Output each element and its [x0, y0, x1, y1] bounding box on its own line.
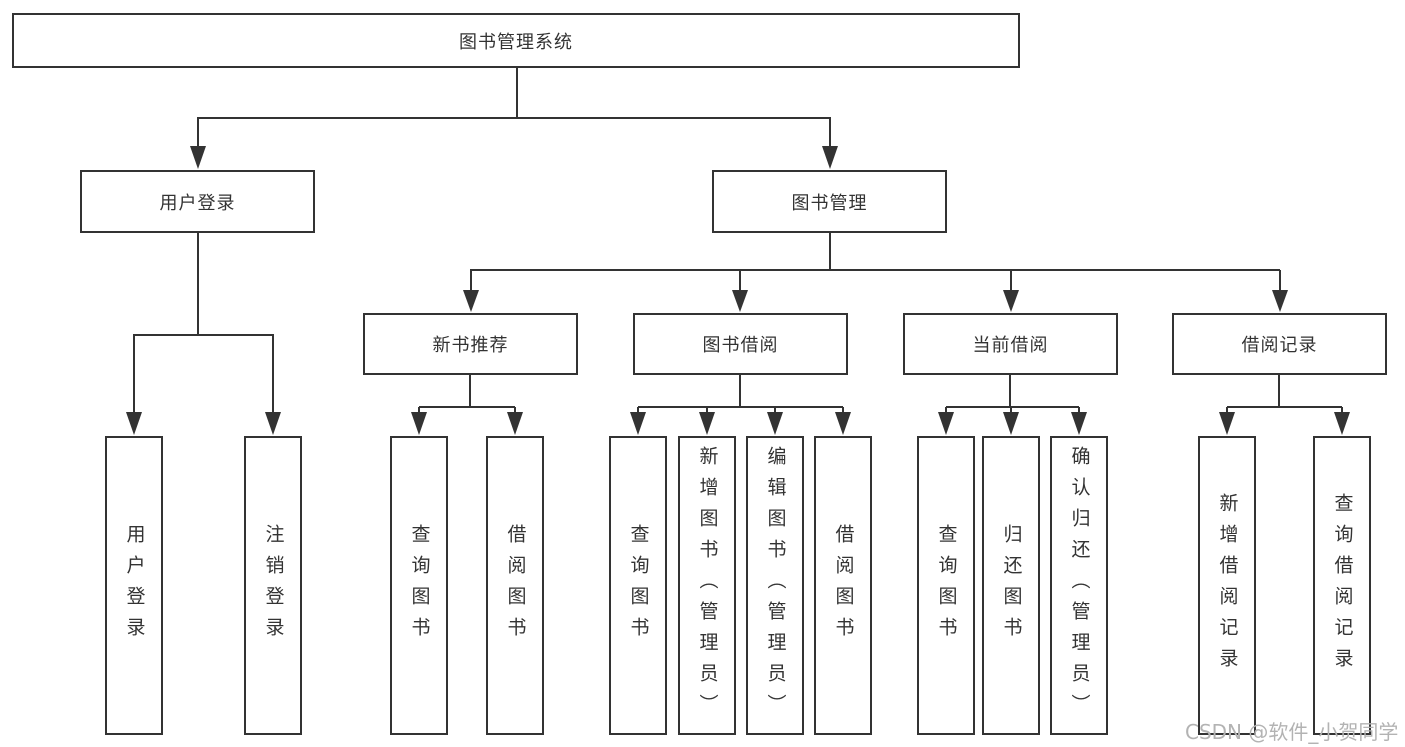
- node-book-borrow: 图书借阅: [633, 313, 848, 375]
- leaf-query-books-current: 查询图书: [917, 436, 975, 735]
- node-label: 新增图书（管理员）: [696, 446, 719, 725]
- csdn-watermark: CSDN @软件_小贺同学: [1185, 720, 1399, 744]
- node-user-login: 用户登录: [80, 170, 315, 233]
- node-label: 查询借阅记录: [1331, 492, 1354, 679]
- leaf-borrow-books: 借阅图书: [814, 436, 872, 735]
- connector-group: [133, 68, 1343, 414]
- node-label: 查询图书: [408, 523, 431, 648]
- node-label: 归还图书: [1000, 523, 1023, 648]
- leaf-confirm-return-admin: 确认归还（管理员）: [1050, 436, 1108, 735]
- node-book-management: 图书管理: [712, 170, 947, 233]
- leaf-add-borrow-record: 新增借阅记录: [1198, 436, 1256, 735]
- node-label: 编辑图书（管理员）: [764, 446, 787, 725]
- node-label: 借阅记录: [1241, 335, 1318, 356]
- leaf-add-books-admin: 新增图书（管理员）: [678, 436, 736, 735]
- node-borrow-records: 借阅记录: [1172, 313, 1387, 375]
- node-label: 新书推荐: [432, 335, 509, 356]
- arrowheads: [126, 146, 1350, 435]
- node-label: 注销登录: [262, 523, 285, 648]
- node-label: 确认归还（管理员）: [1068, 446, 1091, 725]
- node-root-system: 图书管理系统: [12, 13, 1020, 68]
- node-label: 图书管理系统: [459, 31, 573, 53]
- node-label: 借阅图书: [504, 523, 527, 648]
- node-label: 查询图书: [627, 523, 650, 648]
- leaf-user-login: 用户登录: [105, 436, 163, 735]
- node-label: 用户登录: [159, 192, 236, 214]
- node-label: 新增借阅记录: [1216, 492, 1239, 679]
- leaf-query-books-borrow: 查询图书: [609, 436, 667, 735]
- leaf-borrow-books-recommend: 借阅图书: [486, 436, 544, 735]
- leaf-query-books-recommend: 查询图书: [390, 436, 448, 735]
- node-label: 当前借阅: [972, 335, 1049, 356]
- node-label: 用户登录: [123, 523, 146, 648]
- node-label: 图书管理: [791, 192, 868, 214]
- node-label: 查询图书: [935, 523, 958, 648]
- leaf-edit-books-admin: 编辑图书（管理员）: [746, 436, 804, 735]
- leaf-query-borrow-record: 查询借阅记录: [1313, 436, 1371, 735]
- leaf-logout: 注销登录: [244, 436, 302, 735]
- node-new-book-recommend: 新书推荐: [363, 313, 578, 375]
- node-label: 图书借阅: [702, 335, 779, 356]
- node-current-borrow: 当前借阅: [903, 313, 1118, 375]
- node-label: 借阅图书: [832, 523, 855, 648]
- leaf-return-books: 归还图书: [982, 436, 1040, 735]
